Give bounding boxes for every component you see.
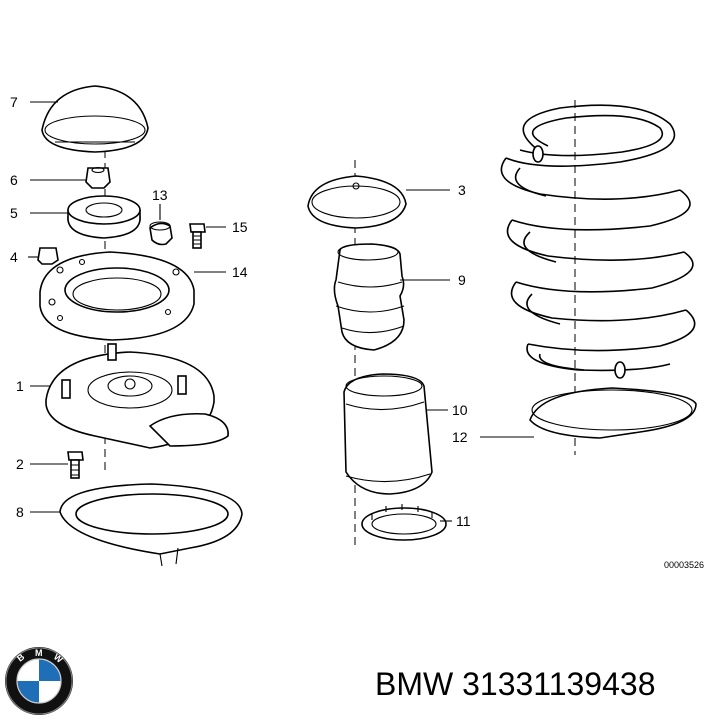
part-15-bolt	[189, 223, 206, 249]
callout-5: 5	[10, 205, 18, 221]
part-2-bolt	[67, 451, 84, 479]
part-1-strut-mount	[45, 343, 229, 449]
part-13-rubber-bump	[149, 221, 173, 246]
callout-1: 1	[16, 378, 24, 394]
callout-7: 7	[10, 94, 18, 110]
svg-text:M: M	[35, 648, 43, 658]
callout-8: 8	[16, 504, 24, 520]
callout-13: 13	[152, 187, 168, 203]
part-4-nut	[37, 247, 59, 265]
leader-lines	[28, 101, 534, 522]
part-12-coil-spring	[500, 104, 697, 439]
part-8-spring-seat	[59, 483, 243, 567]
part-3-upper-cup	[307, 175, 407, 229]
part-14-mount-plate	[39, 251, 195, 341]
svg-text:B: B	[15, 651, 27, 663]
callout-10: 10	[452, 402, 468, 418]
callout-12: 12	[452, 429, 468, 445]
callout-15: 15	[232, 219, 248, 235]
drawing-number: 00003526	[664, 560, 704, 570]
part-number-label: BMW 31331139438	[375, 666, 656, 702]
callout-9: 9	[458, 272, 466, 288]
part-10-protective-tube	[343, 373, 433, 495]
part-7-dust-cap	[41, 85, 149, 153]
callout-11: 11	[456, 513, 471, 529]
callout-2: 2	[16, 456, 24, 472]
callout-14: 14	[232, 264, 248, 280]
callout-6: 6	[10, 172, 18, 188]
bmw-roundel-icon: B M W	[5, 647, 73, 715]
part-9-bump-stop	[333, 243, 405, 351]
callout-4: 4	[10, 249, 18, 265]
callout-3: 3	[458, 182, 466, 198]
part-6-nut	[85, 166, 111, 189]
part-5-bearing	[67, 195, 141, 239]
part-11-retaining-ring	[361, 504, 447, 541]
